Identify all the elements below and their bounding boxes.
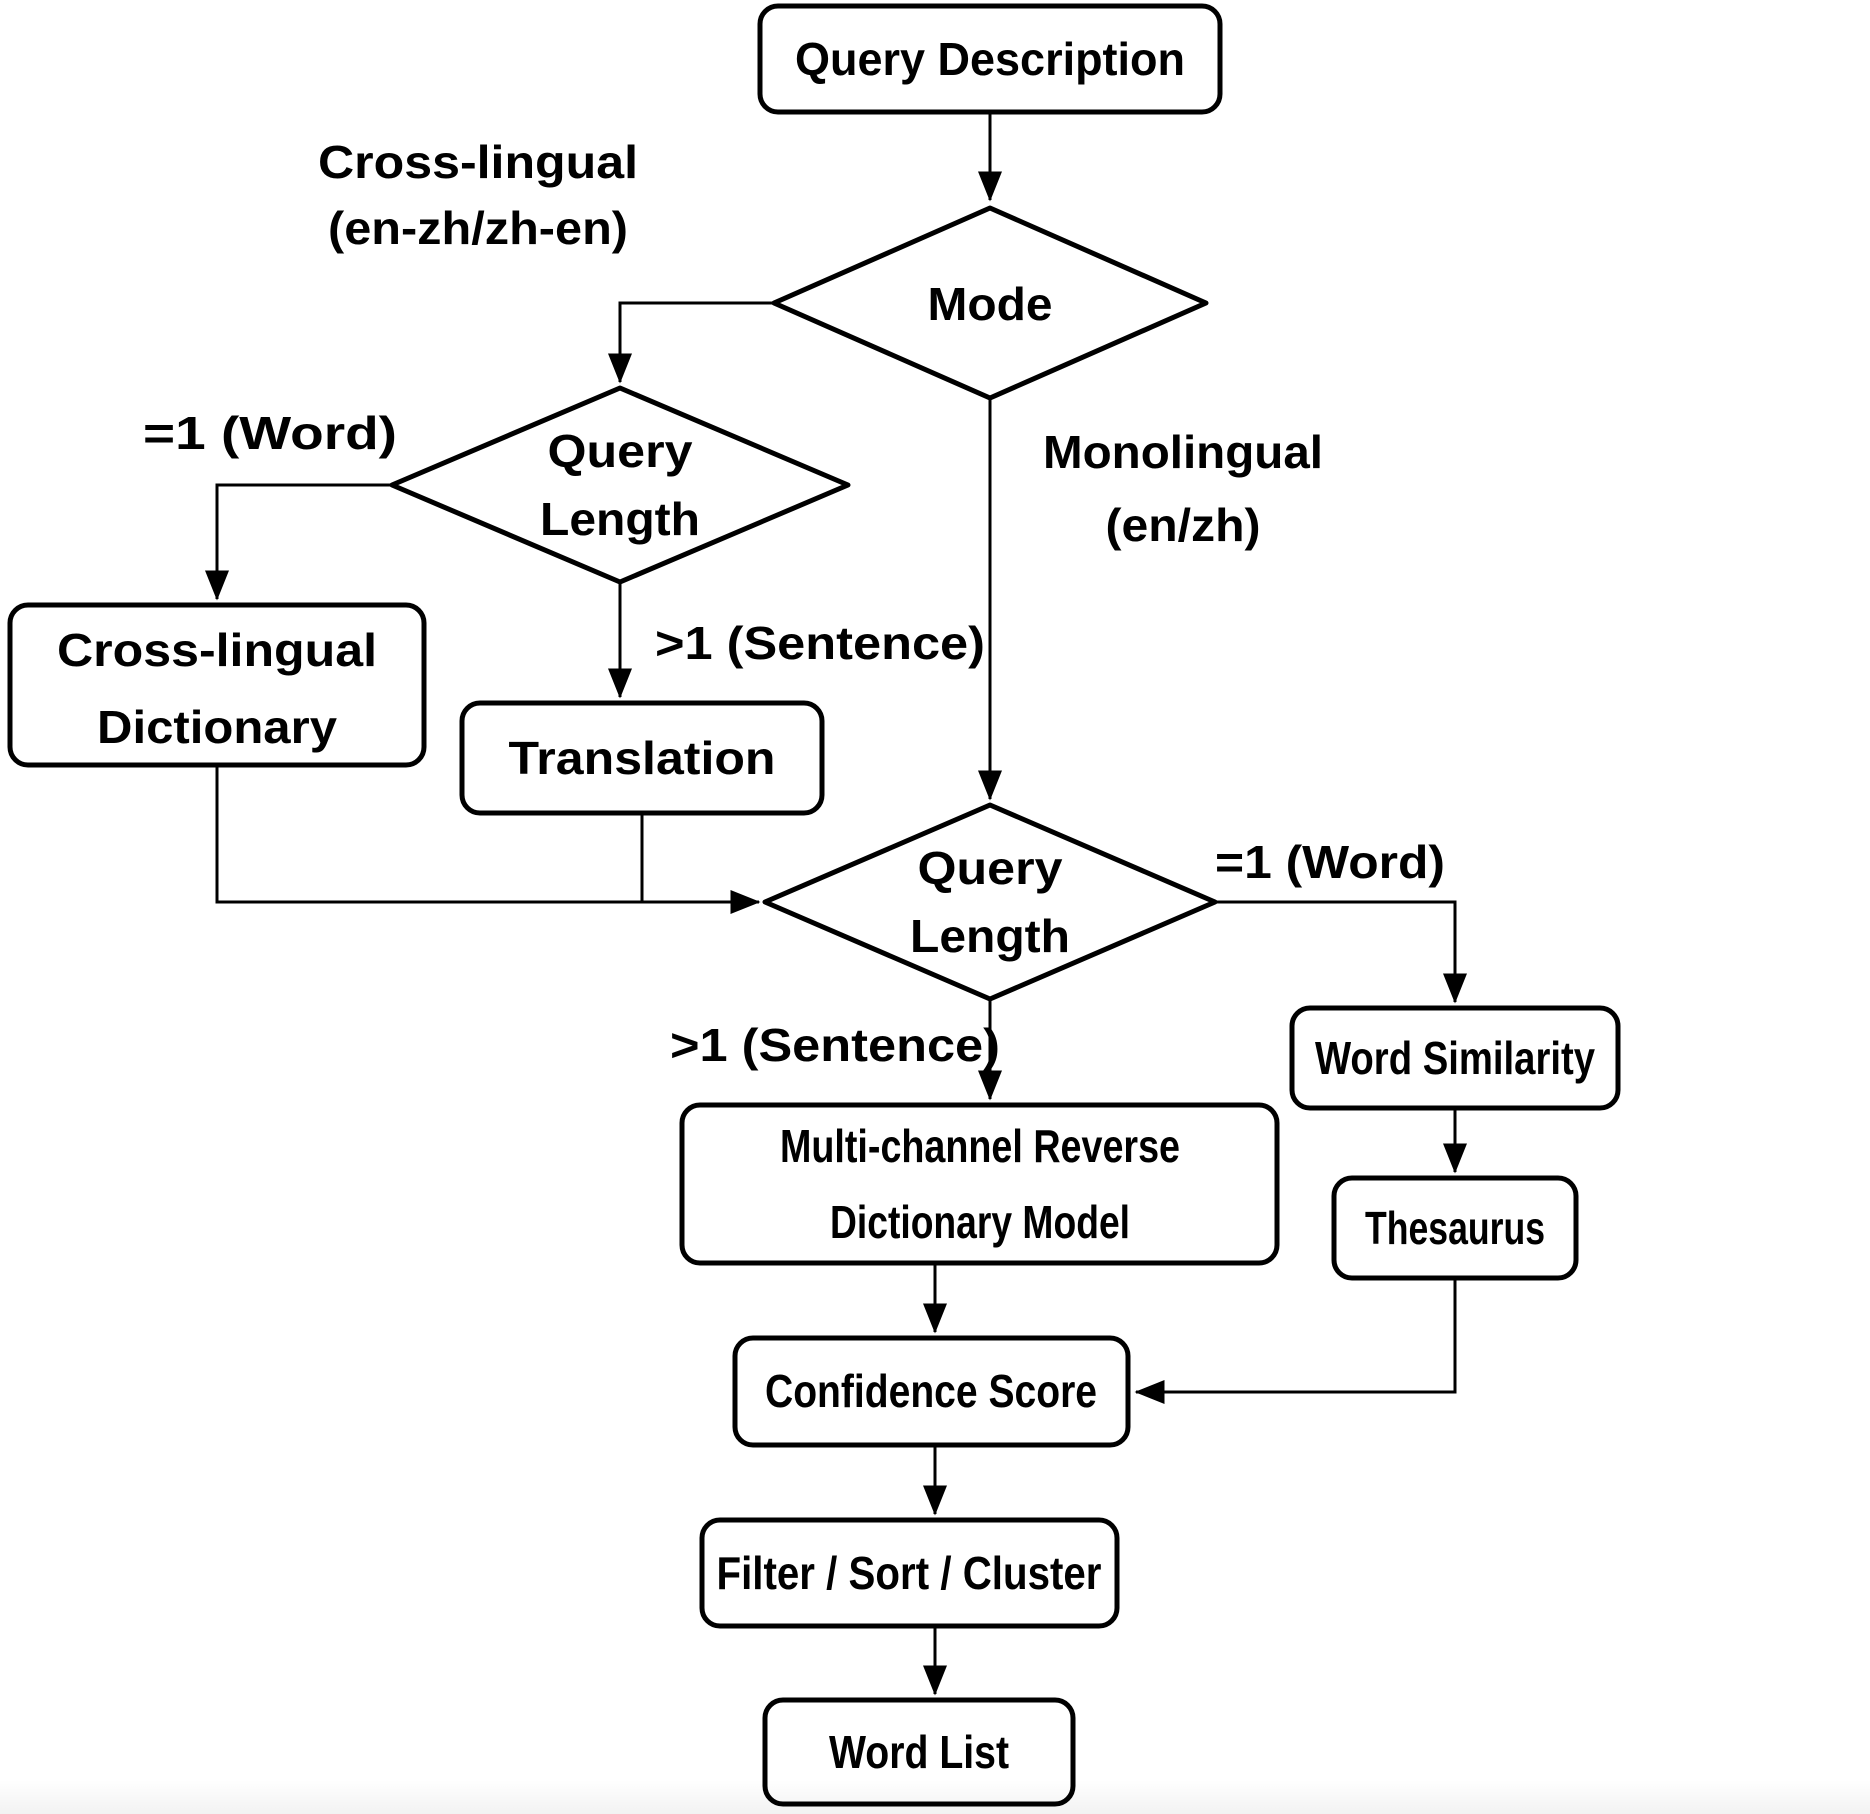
cross-lingual-dictionary-node: Cross-lingual Dictionary <box>7 602 427 768</box>
query-length-decision-1: Query Length <box>389 385 851 585</box>
word-similarity-label: Word Similarity <box>1315 1032 1595 1084</box>
label-monolingual-line2: (en/zh) <box>1106 499 1261 551</box>
word-similarity-node: Word Similarity <box>1289 1005 1621 1111</box>
edge-querylength1-to-crossdict <box>205 483 392 601</box>
label-ql1-sentence: >1 (Sentence) <box>655 617 985 669</box>
label-ql1-word: =1 (Word) <box>143 407 397 459</box>
mode-diamond <box>771 205 1209 401</box>
query-length-2-label-line2: Length <box>910 910 1070 962</box>
confidence-score-label: Confidence Score <box>765 1365 1097 1417</box>
query-length-2-label-line1: Query <box>918 842 1063 894</box>
thesaurus-box <box>1331 1175 1579 1281</box>
label-monolingual-line1: Monolingual <box>1043 426 1323 478</box>
word-similarity-box <box>1289 1005 1621 1111</box>
word-list-node: Word List <box>762 1697 1076 1807</box>
cross-lingual-dictionary-box <box>7 602 427 768</box>
thesaurus-label: Thesaurus <box>1365 1202 1545 1254</box>
filter-sort-cluster-label: Filter / Sort / Cluster <box>717 1547 1102 1599</box>
query-length-1-diamond <box>389 385 851 585</box>
query-length-1-label-line2: Length <box>540 493 700 545</box>
multi-channel-model-label-line1: Multi-channel Reverse <box>780 1120 1180 1172</box>
confidence-score-node: Confidence Score <box>732 1335 1131 1448</box>
label-mode-cross-lingual: Cross-lingual (en-zh/zh-en) <box>318 136 638 254</box>
filter-sort-cluster-node: Filter / Sort / Cluster <box>699 1517 1120 1629</box>
query-description-box <box>757 3 1223 115</box>
edge-querylength2-to-wordsimilarity <box>1215 900 1467 1004</box>
thesaurus-node: Thesaurus <box>1331 1175 1579 1281</box>
label-ql2-word: =1 (Word) <box>1215 836 1445 888</box>
translation-label: Translation <box>509 732 776 784</box>
edge-mode-to-querylength1 <box>608 301 774 384</box>
translation-node: Translation <box>459 700 825 816</box>
query-description-label: Query Description <box>795 33 1185 85</box>
filter-sort-cluster-box <box>699 1517 1120 1629</box>
multi-channel-model-label-line2: Dictionary Model <box>830 1196 1130 1248</box>
label-ql2-sentence: >1 (Sentence) <box>670 1019 1000 1071</box>
edge-crossdict-to-querylength2 <box>215 765 761 914</box>
edge-thesaurus-to-confidence <box>1134 1278 1457 1404</box>
label-mode-monolingual: Monolingual (en/zh) <box>1043 426 1323 551</box>
word-list-label: Word List <box>829 1726 1009 1778</box>
translation-box <box>459 700 825 816</box>
query-description-node: Query Description <box>757 3 1223 115</box>
label-cross-lingual-line2: (en-zh/zh-en) <box>328 202 628 254</box>
mode-decision: Mode <box>771 205 1209 401</box>
confidence-score-box <box>732 1335 1131 1448</box>
query-length-1-label-line1: Query <box>548 425 693 477</box>
cross-lingual-dictionary-label-line2: Dictionary <box>97 701 337 753</box>
mode-label: Mode <box>928 278 1053 330</box>
query-length-decision-2: Query Length <box>762 802 1218 1002</box>
word-list-box <box>762 1697 1076 1807</box>
multi-channel-model-box <box>679 1102 1280 1266</box>
label-cross-lingual-line1: Cross-lingual <box>318 136 638 188</box>
cross-lingual-dictionary-label-line1: Cross-lingual <box>57 624 377 676</box>
query-length-2-diamond <box>762 802 1218 1002</box>
multi-channel-model-node: Multi-channel Reverse Dictionary Model <box>679 1102 1280 1266</box>
